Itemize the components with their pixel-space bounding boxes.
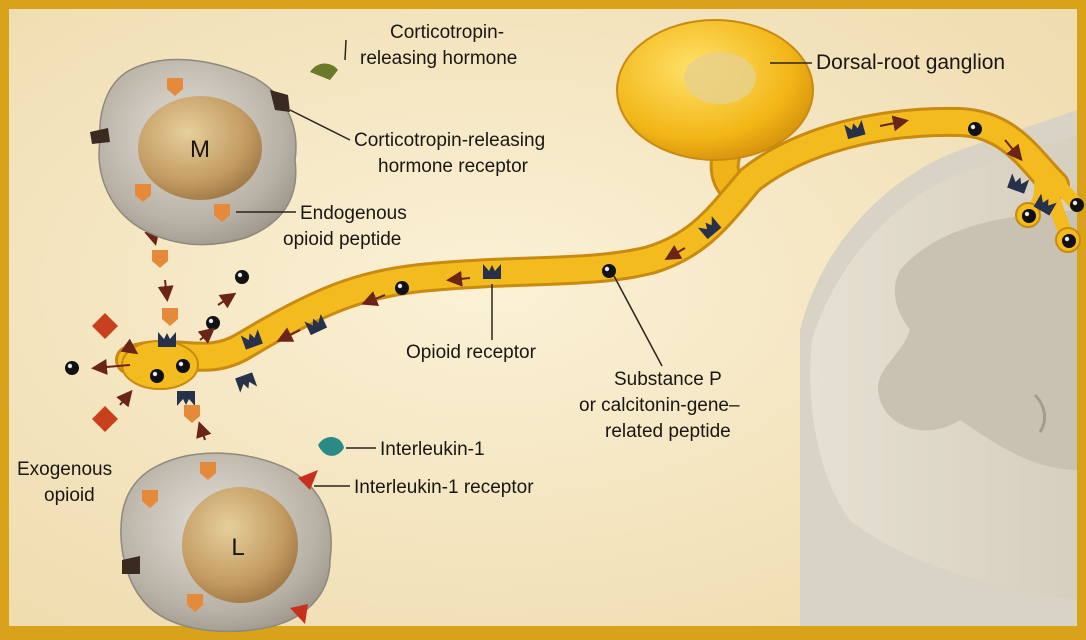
crh-receptor-label-line1: Corticotropin-releasing bbox=[354, 130, 545, 151]
crh-label-line2: releasing hormone bbox=[360, 48, 517, 69]
crh-receptor-label-line2: hormone receptor bbox=[378, 156, 529, 177]
opioid-receptor-label: Opioid receptor bbox=[406, 342, 537, 363]
exogenous-label-line1: Exogenous bbox=[17, 459, 112, 480]
interleukin-1-receptor-label: Interleukin-1 receptor bbox=[354, 477, 534, 498]
crh-label-line1: Corticotropin- bbox=[390, 22, 504, 43]
lymphocyte-label: L bbox=[231, 534, 244, 561]
macrophage-label: M bbox=[190, 136, 210, 163]
endogenous-label-line1: Endogenous bbox=[300, 203, 407, 224]
endogenous-label-line2: opioid peptide bbox=[283, 229, 401, 250]
substance-p-label-line3: related peptide bbox=[605, 421, 731, 442]
substance-p-label-line2: or calcitonin-gene– bbox=[579, 395, 740, 416]
exogenous-label-line2: opioid bbox=[44, 485, 95, 506]
dorsal-root-ganglion-label: Dorsal-root ganglion bbox=[816, 51, 1005, 74]
interleukin-1-label: Interleukin-1 bbox=[380, 439, 485, 460]
lymphocyte-cell: L bbox=[121, 453, 331, 631]
substance-p-label-line1: Substance P bbox=[614, 369, 722, 390]
